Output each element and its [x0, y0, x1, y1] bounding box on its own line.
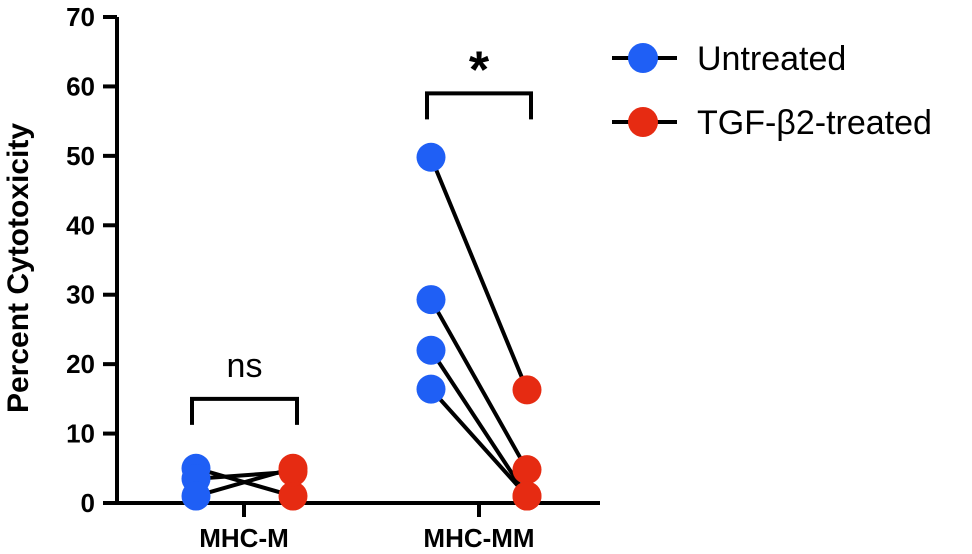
treated-point — [278, 481, 308, 511]
legend-label: TGF-β2-treated — [697, 104, 932, 142]
untreated-point — [416, 285, 446, 315]
y-axis-title: Percent Cytotoxicity — [2, 123, 35, 413]
y-tick-label: 30 — [66, 280, 95, 310]
pair-connector — [429, 156, 529, 391]
data-points — [181, 142, 542, 511]
y-tick-label: 0 — [81, 488, 95, 518]
treated-point — [512, 375, 542, 405]
pair-connector — [429, 387, 529, 498]
y-tick-label: 70 — [66, 2, 95, 32]
untreated-point — [416, 374, 446, 404]
significance-bracket — [190, 396, 299, 425]
significance-label: * — [469, 41, 490, 99]
treated-point — [512, 481, 542, 511]
pair-connector — [429, 349, 529, 498]
untreated-point — [181, 481, 211, 511]
significance-annotations: ns * — [190, 41, 533, 425]
legend-item: TGF-β2-treated — [612, 104, 932, 142]
pair-connector — [195, 466, 294, 498]
legend-marker — [628, 107, 658, 137]
y-tick-label: 10 — [66, 419, 95, 449]
significance-label: ns — [227, 347, 263, 385]
x-tick-label: MHC-M — [199, 523, 289, 553]
y-tick-label: 50 — [66, 141, 95, 171]
legend-item: Untreated — [612, 40, 846, 78]
treated-point — [278, 453, 308, 483]
treated-point — [512, 455, 542, 485]
untreated-point — [416, 142, 446, 172]
legend-marker — [628, 43, 658, 73]
y-tick-label: 60 — [66, 71, 95, 101]
significance-bracket — [425, 91, 533, 120]
y-tick-label: 20 — [66, 349, 95, 379]
untreated-point — [416, 335, 446, 365]
x-tick-label: MHC-MM — [423, 523, 534, 553]
y-tick-label: 40 — [66, 210, 95, 240]
pair-connector — [429, 298, 529, 471]
y-axis: 0 10 20 30 40 50 60 70 — [66, 2, 119, 518]
pair-connectors — [195, 156, 529, 498]
legend-label: Untreated — [697, 40, 846, 78]
